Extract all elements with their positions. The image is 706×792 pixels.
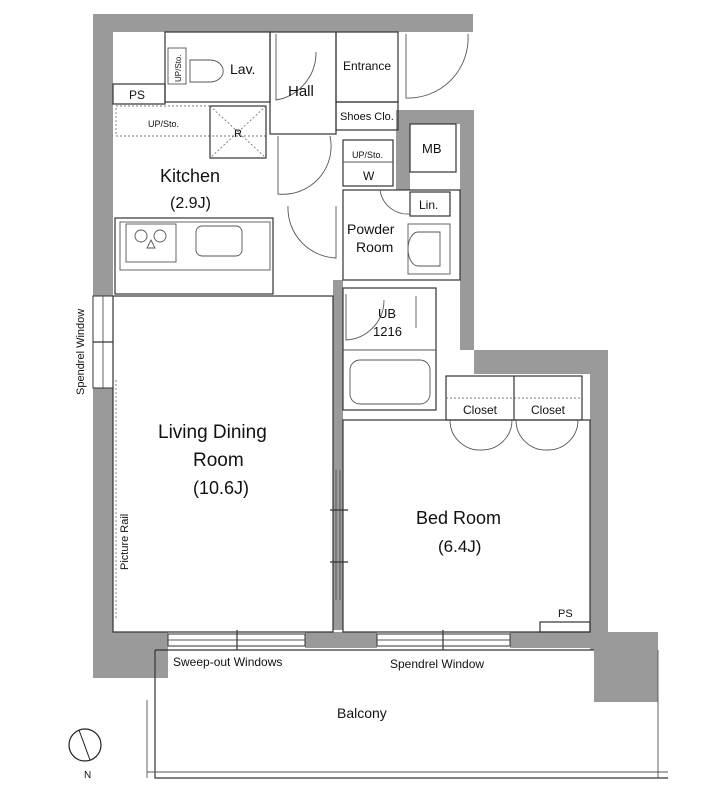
doors — [275, 33, 579, 451]
shoes-clo-label: Shoes Clo. — [340, 111, 394, 123]
powder-room-label-1: Powder — [347, 221, 395, 237]
lin-label: Lin. — [419, 198, 438, 212]
picture-rail-label: Picture Rail — [119, 514, 131, 570]
living-room-size-label: (10.6J) — [193, 478, 249, 498]
labels: Lav. UP/Sto. PS Hall Entrance Shoes Clo.… — [75, 54, 573, 781]
spendrel-window-side-label: Spendrel Window — [75, 309, 87, 395]
north-label: N — [84, 770, 91, 781]
interior-lines — [112, 31, 668, 779]
living-room-label-2: Room — [193, 450, 244, 471]
lav-label: Lav. — [230, 61, 255, 77]
stove-burner-icon — [134, 229, 167, 249]
bedroom-size-label: (6.4J) — [438, 537, 481, 556]
walls — [93, 14, 658, 702]
up-sto-lav-label: UP/Sto. — [174, 54, 183, 82]
mb-label: MB — [422, 141, 442, 156]
closet-label-1: Closet — [463, 403, 498, 417]
ub-label: UB — [378, 306, 396, 321]
north-arrow-icon — [68, 728, 102, 762]
living-room-label-1: Living Dining — [158, 422, 267, 443]
closet-label-2: Closet — [531, 403, 566, 417]
powder-room-label-2: Room — [356, 239, 393, 255]
hall-label: Hall — [288, 83, 314, 100]
windows — [92, 295, 511, 650]
up-sto-w-label: UP/Sto. — [352, 150, 383, 160]
spendrel-window-bottom-label: Spendrel Window — [390, 657, 484, 671]
up-sto-kitchen-label: UP/Sto. — [148, 119, 179, 129]
ps-top-label: PS — [129, 88, 145, 102]
ub-size-label: 1216 — [373, 324, 402, 339]
balcony-label: Balcony — [337, 705, 387, 721]
r-label: R — [234, 128, 242, 140]
bedroom-label: Bed Room — [416, 508, 501, 528]
kitchen-label: Kitchen — [160, 166, 220, 186]
sweep-out-windows-label: Sweep-out Windows — [173, 655, 282, 669]
entrance-label: Entrance — [343, 59, 391, 73]
ps-bed-label: PS — [558, 608, 573, 620]
kitchen-size-label: (2.9J) — [170, 195, 211, 212]
w-label: W — [363, 169, 375, 183]
